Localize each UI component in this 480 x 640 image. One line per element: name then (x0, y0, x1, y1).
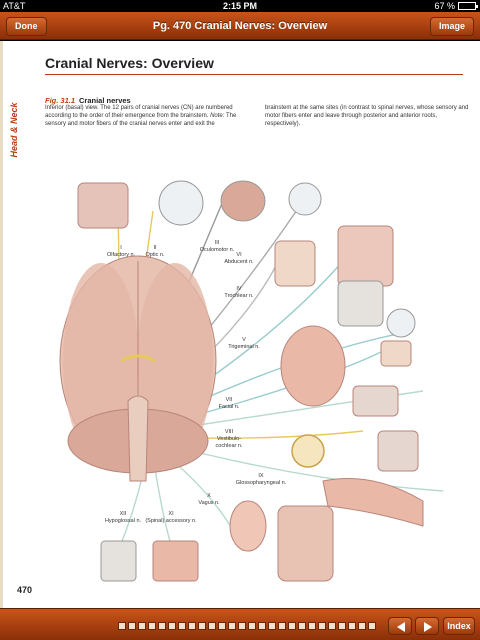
status-bar: AT&T 2:15 PM 67 % (0, 0, 480, 12)
page-thumbnail[interactable] (258, 622, 266, 630)
index-button[interactable]: Index (443, 617, 475, 635)
page-thumbnail[interactable] (138, 622, 146, 630)
head-sagittal-illustration (337, 225, 394, 287)
book-page: Head & Neck Cranial Nerves: Overview Fig… (0, 41, 480, 608)
page-thumbnail[interactable] (298, 622, 306, 630)
page-thumbnail[interactable] (168, 622, 176, 630)
page-thumbnail[interactable] (318, 622, 326, 630)
bottom-toolbar: Index (0, 608, 480, 640)
heading-divider (45, 74, 463, 75)
page-number: 470 (17, 585, 33, 595)
page-thumbnail[interactable] (208, 622, 216, 630)
label-accessory: XI(Spinal) accessory n. (145, 511, 197, 524)
tongue-illustration (380, 340, 412, 367)
triangle-right-icon (424, 622, 432, 632)
page-thumbnail[interactable] (238, 622, 246, 630)
page-thumbnail[interactable] (128, 622, 136, 630)
facial-muscles-illustration (280, 325, 346, 407)
page-thumbnail[interactable] (118, 622, 126, 630)
page-thumbnail[interactable] (328, 622, 336, 630)
navigation-bar: Pg. 470 Cranial Nerves: Overview Done Im… (0, 12, 480, 40)
clock: 2:15 PM (222, 1, 257, 11)
section-tab: Head & Neck (9, 102, 19, 158)
figure-caption-left: Inferior (basal) view. The 12 pairs of c… (45, 105, 237, 127)
page-thumbnail-strip[interactable] (118, 622, 376, 630)
neck-muscles-illustration (152, 540, 199, 582)
orbit-muscles-illustration (220, 180, 266, 222)
figure-caption-right: brainstem at the same sites (in contrast… (265, 105, 469, 127)
done-button[interactable]: Done (6, 17, 47, 36)
next-page-button[interactable] (415, 617, 439, 635)
skull-illustration (337, 280, 384, 327)
page-thumbnail[interactable] (148, 622, 156, 630)
battery-icon (458, 2, 478, 10)
page-thumbnail[interactable] (178, 622, 186, 630)
carrier-label: AT&T (3, 1, 26, 11)
page-thumbnail[interactable] (198, 622, 206, 630)
page-thumbnail[interactable] (288, 622, 296, 630)
page-thumbnail[interactable] (338, 622, 346, 630)
page-thumbnail[interactable] (308, 622, 316, 630)
page-thumbnail[interactable] (268, 622, 276, 630)
chapter-heading: Cranial Nerves: Overview (45, 55, 214, 71)
page-thumbnail[interactable] (218, 622, 226, 630)
ear-illustration (229, 500, 267, 552)
thoracic-organs-illustration (277, 505, 334, 582)
optic-chiasm (120, 354, 156, 363)
image-button[interactable]: Image (429, 17, 474, 36)
eyeball-illustration (158, 180, 204, 226)
page-thumbnail[interactable] (188, 622, 196, 630)
neck-vertebrae-illustration (100, 540, 137, 582)
cochlea-illustration (291, 434, 325, 468)
pharynx-illustration (322, 478, 424, 527)
parotid-illustration (377, 430, 419, 472)
page-thumbnail[interactable] (158, 622, 166, 630)
battery-percent: 67 % (434, 1, 455, 11)
page-thumbnail[interactable] (278, 622, 286, 630)
page-thumbnail[interactable] (348, 622, 356, 630)
eye-side-illustration (288, 182, 322, 216)
cavernous-sinus-illustration (274, 240, 316, 287)
previous-page-button[interactable] (388, 617, 412, 635)
nasal-cavity-illustration (77, 182, 129, 229)
brainstem (127, 395, 149, 482)
page-thumbnail[interactable] (368, 622, 376, 630)
submandibular-illustration (352, 385, 399, 417)
page-thumbnail[interactable] (248, 622, 256, 630)
triangle-left-icon (397, 622, 405, 632)
page-title: Pg. 470 Cranial Nerves: Overview (152, 20, 328, 32)
page-thumbnail[interactable] (358, 622, 366, 630)
page-thumbnail[interactable] (228, 622, 236, 630)
eye-small-illustration (386, 308, 416, 338)
